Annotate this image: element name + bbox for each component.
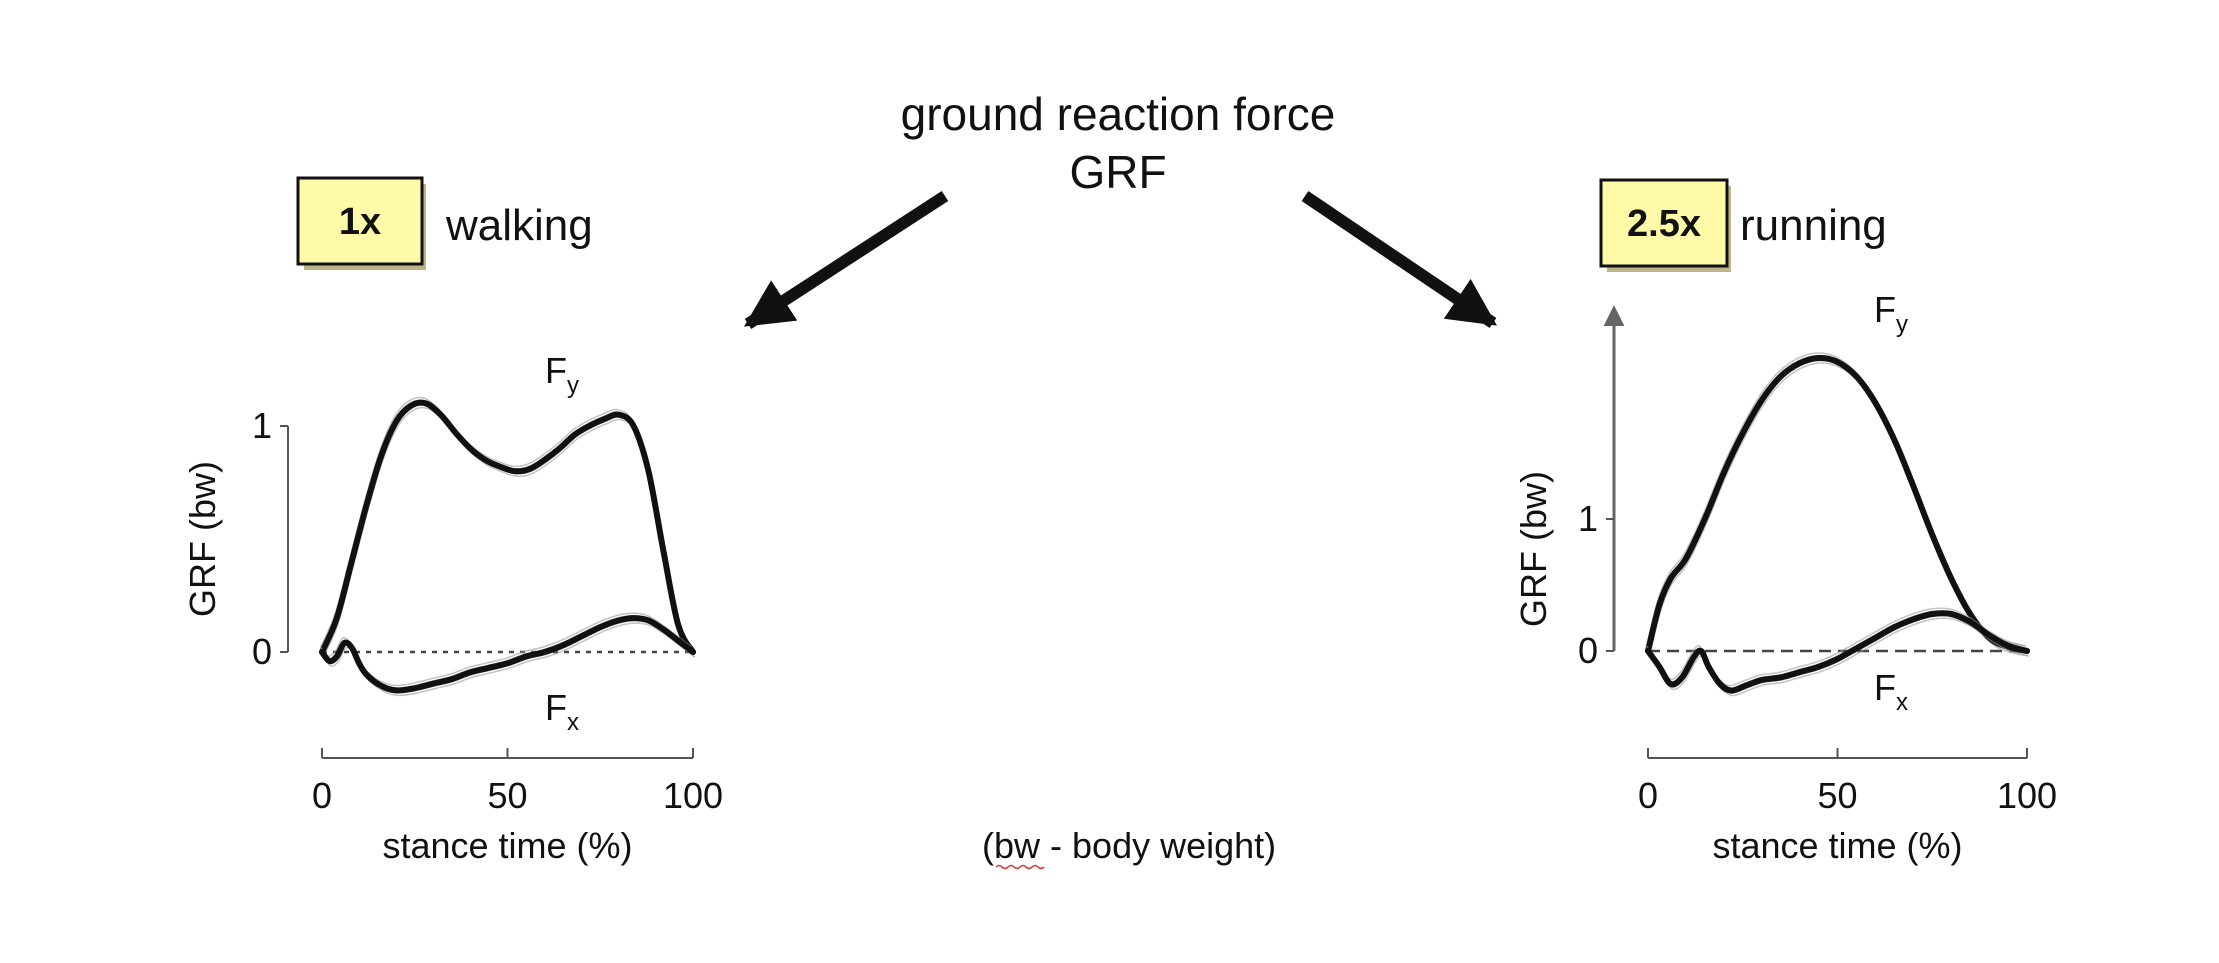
running-fy-label: Fy (1874, 289, 1908, 338)
walking-fy-line (319, 399, 696, 655)
running-fx-trial-0 (1645, 607, 2026, 687)
walking-x-tick-label-0: 0 (312, 775, 332, 816)
walking-y-tick-label-0: 0 (252, 631, 272, 672)
running-y-tick-label-0: 0 (1578, 630, 1598, 671)
walking-x-tick-label-2: 100 (663, 775, 723, 816)
walking-y-tick-label-1: 1 (252, 405, 272, 446)
running-x-tick-label-2: 100 (1997, 775, 2057, 816)
walking-factor-box: 1x (296, 176, 426, 270)
arrow-to-running (1301, 191, 1497, 328)
walking-x-tick-label-1: 50 (487, 775, 527, 816)
footnote-prefix: ( (982, 825, 994, 866)
walking-fx-line (319, 615, 696, 694)
running-y-tick-label-1: 1 (1578, 498, 1598, 539)
arrow-to-walking (743, 190, 949, 330)
walking-factor-label: 1x (339, 201, 381, 243)
running-gait-label: running (1740, 201, 1887, 250)
running-fx-label-sub: x (1896, 689, 1908, 716)
walking-x-axis-label: stance time (%) (382, 825, 632, 866)
footnote: (bw - body weight) (982, 825, 1276, 866)
running-fy-trial-0 (1645, 352, 2026, 647)
running-factor-box: 2.5x (1599, 178, 1731, 272)
running-x-axis-label: stance time (%) (1712, 825, 1962, 866)
spellcheck-squiggle (995, 864, 1045, 870)
running-fy-label-sub: y (1896, 311, 1908, 338)
running-fy-label-main: F (1874, 289, 1896, 330)
running-fy-line (1645, 354, 2030, 654)
figure-title-line1: ground reaction force (901, 88, 1336, 140)
walking-fx-label: Fx (545, 687, 579, 736)
walking-fy-label-sub: y (567, 372, 579, 399)
running-fy-trial-1 (1646, 354, 2027, 650)
running-fx-label-main: F (1874, 667, 1896, 708)
running-fx-line (1645, 610, 2030, 694)
running-x-tick-label-1: 50 (1817, 775, 1857, 816)
walking-fy-label: Fy (545, 350, 579, 399)
running-fx-trial-3 (1648, 617, 2029, 697)
footnote-rest: - body weight) (1040, 825, 1276, 866)
running-y-axis-label: GRF (bw) (1513, 471, 1554, 627)
walking-fx-label-main: F (545, 687, 567, 728)
footnote-abbrev: bw (994, 825, 1041, 866)
walking-gait-label: walking (445, 201, 593, 250)
walking-y-axis-label: GRF (bw) (182, 461, 223, 617)
walking-fx-trial-0 (319, 612, 692, 687)
running-factor-label: 2.5x (1627, 203, 1701, 245)
walking-fx-trial-1 (320, 614, 693, 689)
walking-fy-label-main: F (545, 350, 567, 391)
running-factor-box-face (1599, 178, 1729, 268)
running-x-tick-label-0: 0 (1638, 775, 1658, 816)
running-fx-label: Fx (1874, 667, 1908, 716)
walking-factor-box-face (296, 176, 424, 266)
walking-fx-label-sub: x (567, 709, 579, 736)
figure-title-line2: GRF (1069, 146, 1166, 198)
